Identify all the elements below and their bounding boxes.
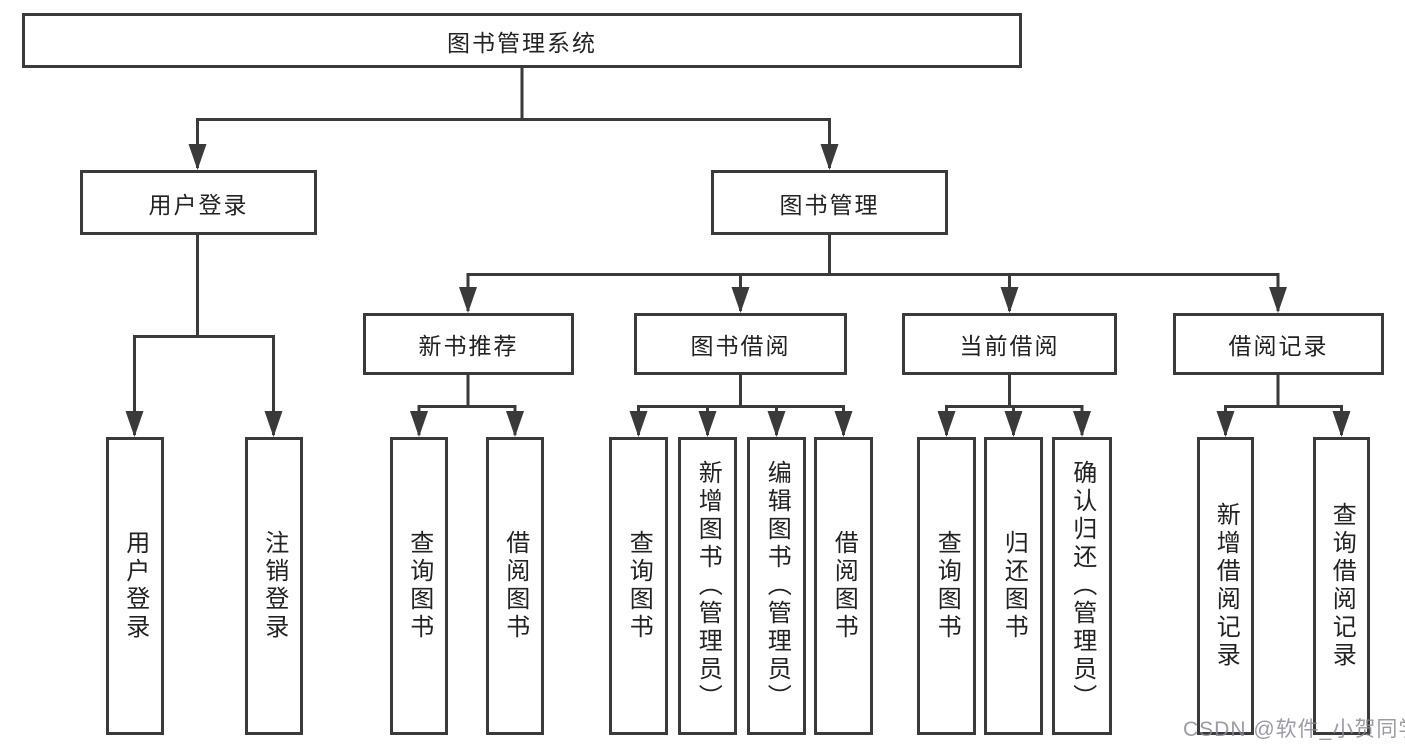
connector-rec-bar xyxy=(417,405,517,435)
leaf-records-query-record: 查询借阅记录 xyxy=(1313,437,1370,735)
arrow-down-icon xyxy=(1004,411,1023,437)
arrow-down-icon xyxy=(698,411,717,437)
node-label: 查询图书 xyxy=(625,530,653,642)
arrow-down-icon xyxy=(820,144,839,170)
leaf-borrowing-borrow-books: 借阅图书 xyxy=(814,437,873,735)
leaf-borrowing-add-books-admin: 新增图书（管理员） xyxy=(678,437,737,735)
node-label: 图书管理 xyxy=(779,191,880,218)
node-label: 归还图书 xyxy=(1000,530,1028,642)
arrow-down-icon xyxy=(1000,287,1019,313)
arrow-down-icon xyxy=(629,411,648,437)
node-book-management: 图书管理 xyxy=(711,170,948,235)
leaf-records-add-record: 新增借阅记录 xyxy=(1197,437,1254,735)
node-label: 编辑图书（管理员） xyxy=(763,460,791,712)
arrow-down-icon xyxy=(506,411,524,437)
node-label: 查询图书 xyxy=(933,530,961,642)
leaf-recommend-borrow-books: 借阅图书 xyxy=(486,437,544,735)
node-label: 借阅图书 xyxy=(830,530,858,642)
arrow-down-icon xyxy=(125,411,144,437)
arrow-down-icon xyxy=(459,287,477,313)
arrow-down-icon xyxy=(410,411,428,437)
node-label: 新书推荐 xyxy=(418,333,519,359)
node-borrow-records: 借阅记录 xyxy=(1173,313,1384,375)
node-label: 当前借阅 xyxy=(959,333,1060,359)
node-label: 查询借阅记录 xyxy=(1328,502,1356,670)
leaf-borrowing-edit-books-admin: 编辑图书（管理员） xyxy=(747,437,806,735)
leaf-current-confirm-return-admin: 确认归还（管理员） xyxy=(1052,437,1112,735)
arrow-down-icon xyxy=(1332,411,1351,437)
node-label: 新增图书（管理员） xyxy=(694,460,722,712)
connector-mgmt-bar xyxy=(466,273,1280,311)
arrow-down-icon xyxy=(264,411,283,437)
leaf-current-query-books: 查询图书 xyxy=(917,437,976,735)
leaf-borrowing-query-books: 查询图书 xyxy=(609,437,668,735)
node-user-login: 用户登录 xyxy=(80,170,317,235)
node-book-borrowing: 图书借阅 xyxy=(634,313,847,375)
node-label: 用户登录 xyxy=(121,530,149,642)
arrow-down-icon xyxy=(1073,411,1091,437)
arrow-down-icon xyxy=(731,287,750,313)
node-label: 查询图书 xyxy=(405,530,433,642)
arrow-down-icon xyxy=(767,411,786,437)
leaf-user-login: 用户登录 xyxy=(106,437,164,735)
node-root-system: 图书管理系统 xyxy=(22,13,1022,68)
arrow-down-icon xyxy=(834,411,853,437)
node-label: 新增借阅记录 xyxy=(1212,502,1240,670)
node-label: 借阅图书 xyxy=(501,530,529,642)
node-label: 图书管理系统 xyxy=(447,29,597,56)
connector-bor-bar xyxy=(637,405,845,435)
node-label: 借阅记录 xyxy=(1228,333,1329,359)
connector-user-bar xyxy=(133,335,275,435)
arrow-down-icon xyxy=(937,411,956,437)
watermark-text: CSDN @软件_小贺同学 xyxy=(1183,718,1405,741)
connector-stems xyxy=(133,68,1343,435)
connector-his-bar xyxy=(1224,405,1343,435)
node-label: 图书借阅 xyxy=(690,333,791,359)
leaf-current-return-books: 归还图书 xyxy=(984,437,1043,735)
node-new-book-recommend: 新书推荐 xyxy=(363,313,574,375)
arrow-down-icon xyxy=(188,144,207,170)
arrow-down-icon xyxy=(1216,411,1235,437)
arrow-down-icon xyxy=(1269,287,1287,313)
node-label: 注销登录 xyxy=(260,530,288,642)
leaf-logout: 注销登录 xyxy=(245,437,303,735)
node-current-borrowing: 当前借阅 xyxy=(902,313,1117,375)
connector-root-bar xyxy=(196,118,831,168)
arrowheads xyxy=(125,144,1351,437)
leaf-recommend-query-books: 查询图书 xyxy=(390,437,448,735)
node-label: 用户登录 xyxy=(148,191,249,218)
node-label: 确认归还（管理员） xyxy=(1068,460,1096,712)
